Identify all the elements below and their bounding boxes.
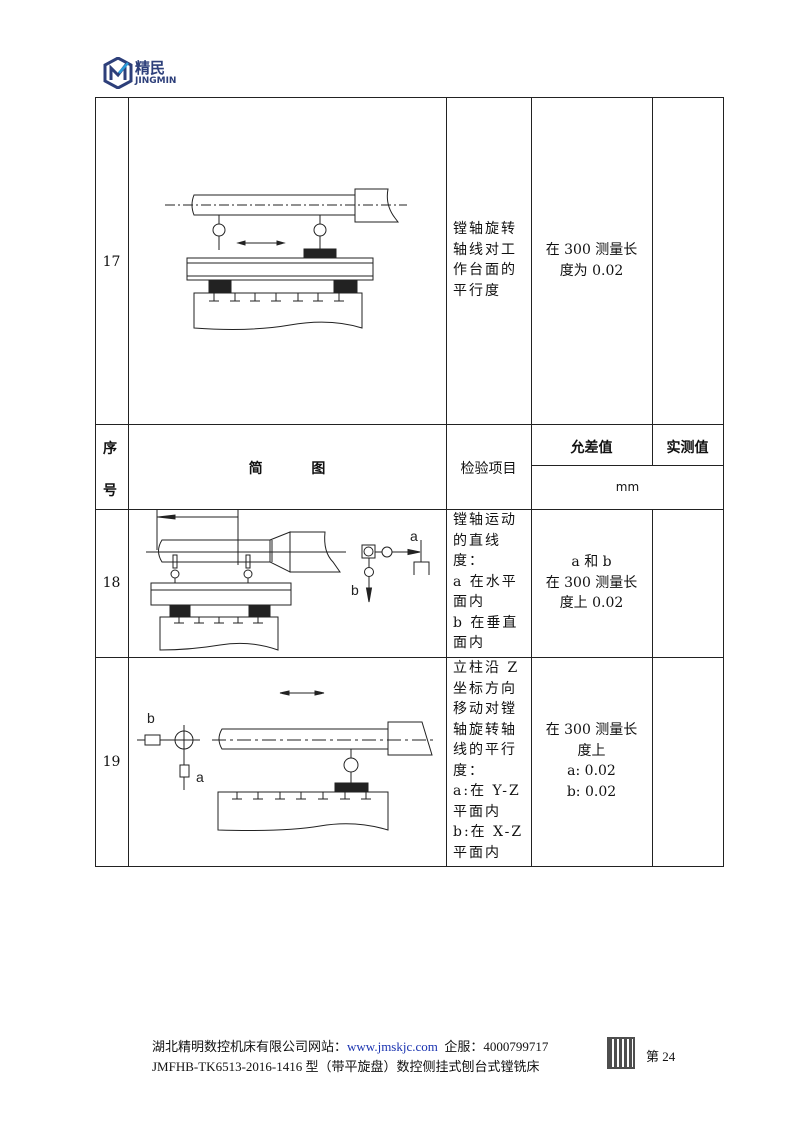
qr-code-icon [607,1037,635,1069]
item-line: b:在 X-Z [453,824,524,840]
logo-icon [103,57,133,89]
row-18-tolerance: a 和 b 在 300 测量长度上 0.02 [531,552,652,614]
tol-line: 度上 0.02 [559,595,624,611]
item-line: 轴旋转轴 [453,721,517,738]
tol-line: 在 300 测量长 [545,574,638,591]
tol-line: 在 300 测量长 [545,722,638,738]
header-tolerance: 允差值 [570,440,613,456]
item-line: 立柱沿 Z [453,660,520,676]
page-number: 第 24 [646,1049,676,1064]
diagram-19 [137,690,437,831]
item-line: 面内 [453,594,485,610]
row-19-item: 立柱沿 Z 坐标方向移动对镗轴旋转轴线的平行度： a:在 Y-Z 平面内 b:在 X-Z… [453,658,523,863]
header-item: 检验项目 [460,461,517,477]
tol-line: 在 300 测量长 [545,242,638,258]
header-measured: 实测值 [666,440,709,456]
item-line: 坐标方向 [453,680,517,697]
item-line: 镗轴旋转 [453,221,517,237]
label-a: a [410,528,418,544]
label-a: a [196,769,204,785]
item-line: 移动对镗 [453,701,517,717]
header-no-2: 号 [103,483,117,499]
diagram-17 [165,188,407,330]
header-unit: mm [615,480,640,494]
item-line: 度： [453,762,485,779]
item-line: a 在水平 [453,573,518,590]
row-19-no: 19 [102,754,121,770]
website-link[interactable]: www.jmskjc.com [347,1039,438,1054]
row-17-item: 镗轴旋转轴线对工作台面的平行度 [453,219,517,301]
diagram-18 [146,510,430,651]
row-17-no: 17 [102,254,121,270]
footer-model: JMFHB-TK6513-2016-1416 型（带平旋盘）数控侧挂式刨台式镗铣… [152,1059,540,1074]
footer-line-1: 湖北精明数控机床有限公司网站：www.jmskjc.com 企服：4000799… [152,1036,548,1055]
item-line: 面内 [453,635,485,651]
tol-line: 度为 0.02 [559,262,624,279]
item-line: a:在 Y-Z [453,783,521,799]
row-18-no: 18 [102,575,121,591]
label-b: b [147,710,155,726]
item-line: 平面内 [453,844,501,861]
item-line: 线的平行 [453,742,517,758]
item-line: 镗轴运动 [453,512,517,528]
item-line: 度： [453,553,485,569]
tol-line: b: 0.02 [566,783,617,800]
item-line: 作台面的 [453,262,517,278]
item-line: 轴线对工 [453,241,517,258]
logo-cn: 精民 [135,59,166,77]
item-line: 的直线 [453,532,501,549]
header-diagram: 简 图 [248,461,326,477]
row-19-tolerance: 在 300 测量长度上 a: 0.02 b: 0.02 [531,720,652,802]
item-line: 平行度 [453,282,501,299]
logo: 精民 JINGMIN [103,57,203,91]
footer-company: 湖北精明数控机床有限公司网站： [152,1039,348,1054]
label-b: b [351,582,359,598]
row-17-tolerance: 在 300 测量长度为 0.02 [531,240,652,281]
item-line: b 在垂直 [453,614,519,631]
footer-service: 企服：4000799717 [444,1039,549,1054]
header-no: 序 [103,441,117,457]
tol-line: a 和 b [571,554,612,570]
logo-en: JINGMIN [135,76,177,86]
tol-line: a: 0.02 [567,763,616,779]
tol-line: 度上 [577,742,606,759]
item-line: 平面内 [453,803,501,820]
